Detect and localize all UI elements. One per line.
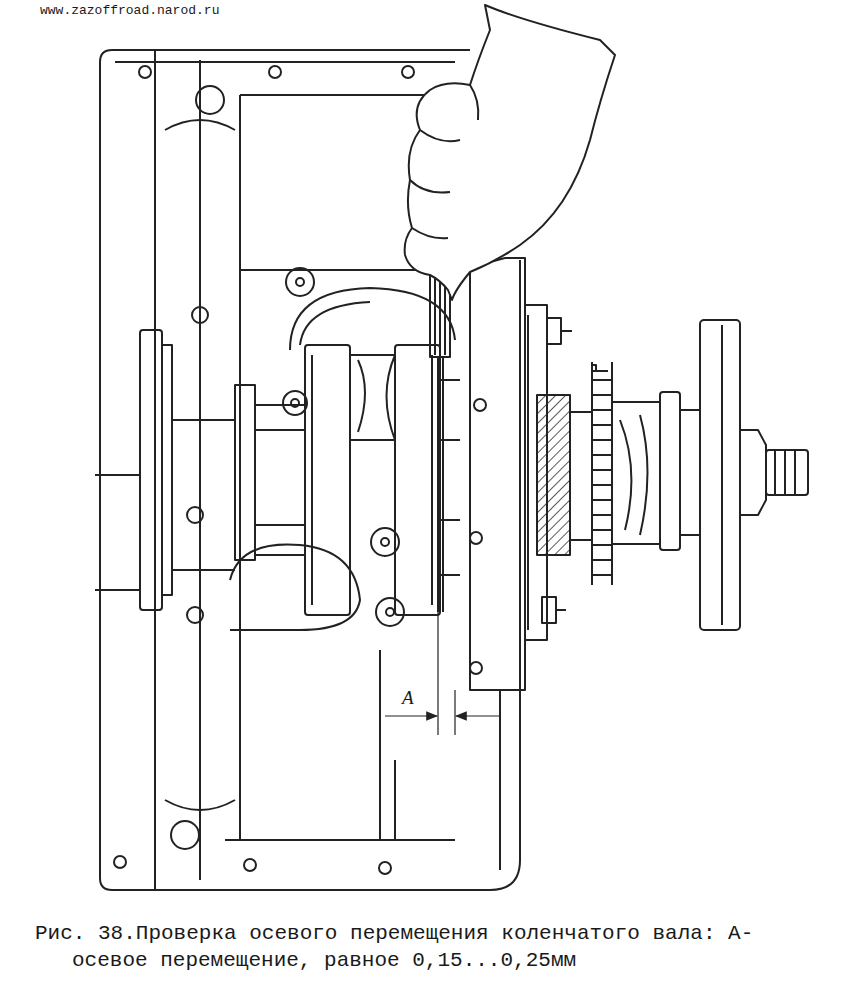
line-art	[542, 597, 556, 623]
line-art	[570, 412, 592, 540]
line-art	[766, 450, 808, 495]
line-art	[395, 345, 440, 615]
line-art	[470, 662, 482, 674]
line-art	[187, 607, 203, 623]
line-art	[296, 278, 304, 286]
line-art	[405, 5, 615, 300]
line-art	[115, 61, 455, 63]
line-art	[196, 86, 224, 114]
line-art	[165, 120, 235, 810]
crankshaft	[95, 330, 460, 615]
dimension-label: A	[400, 688, 416, 709]
cylinder-bores	[230, 288, 455, 630]
dimension-a	[385, 612, 500, 735]
rear-flange	[460, 258, 525, 870]
line-art	[721, 325, 723, 625]
line-art	[592, 362, 612, 585]
line-art	[740, 430, 766, 515]
line-art	[162, 345, 172, 595]
figure-caption: Рис. 38.Проверка осевого перемещения кол…	[35, 920, 772, 975]
line-art	[171, 821, 199, 849]
line-art	[402, 66, 414, 78]
line-art	[140, 330, 162, 610]
line-art	[95, 475, 140, 590]
line-art	[139, 66, 151, 78]
line-art	[460, 258, 525, 870]
timing-gear	[537, 320, 808, 630]
feeler-gauge	[430, 262, 450, 612]
line-art	[386, 608, 394, 616]
line-art	[470, 270, 500, 690]
line-art	[410, 85, 478, 238]
line-art	[305, 345, 350, 615]
line-art	[700, 320, 740, 630]
line-art	[592, 365, 612, 575]
line-art	[537, 395, 570, 555]
line-art	[235, 385, 255, 560]
line-art	[380, 650, 395, 840]
line-art	[660, 392, 680, 550]
line-art	[300, 302, 370, 345]
line-art	[269, 66, 281, 78]
line-art	[155, 50, 200, 890]
line-art	[620, 415, 648, 535]
line-art	[376, 598, 404, 626]
line-art	[547, 318, 561, 344]
line-art	[474, 399, 486, 411]
watermark: www.zazoffroad.narod.ru	[40, 3, 219, 18]
line-art	[470, 532, 482, 544]
line-art	[114, 856, 126, 868]
line-art	[381, 538, 389, 546]
line-art	[244, 859, 256, 871]
line-art	[255, 405, 305, 555]
line-art	[438, 612, 455, 735]
line-art	[311, 355, 313, 605]
line-art	[527, 315, 529, 630]
line-art	[230, 544, 360, 630]
seal-housing	[525, 305, 572, 640]
line-art	[283, 391, 307, 415]
line-art	[438, 357, 443, 612]
line-art	[775, 450, 795, 495]
line-art	[556, 609, 566, 611]
hand	[405, 5, 615, 300]
line-art	[680, 410, 700, 535]
line-art	[350, 355, 395, 440]
line-art	[612, 402, 660, 544]
line-art	[187, 507, 203, 523]
line-art	[192, 307, 208, 323]
line-art	[286, 268, 314, 296]
line-art	[431, 355, 433, 605]
line-art	[385, 715, 437, 716]
line-art	[561, 330, 572, 332]
line-art	[379, 862, 391, 874]
line-art	[255, 430, 305, 525]
line-art	[456, 715, 500, 716]
line-art	[172, 420, 235, 570]
